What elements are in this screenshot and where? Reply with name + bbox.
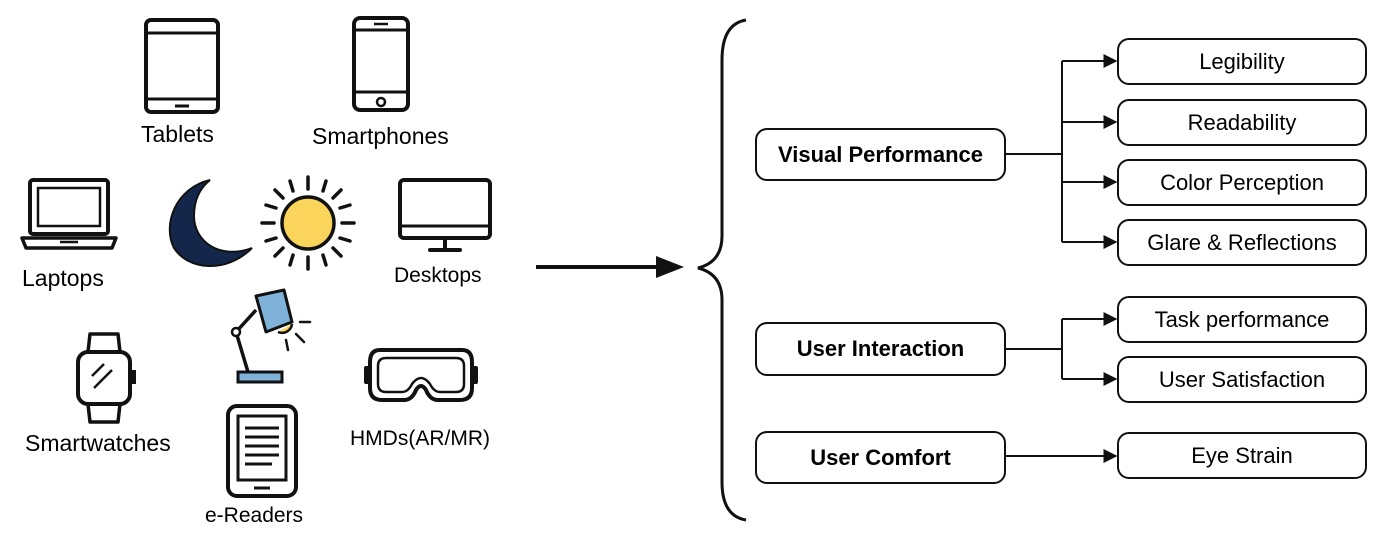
curly-brace (697, 18, 747, 522)
metric-glare-reflections: Glare & Reflections (1117, 219, 1367, 266)
device-label-tablets: Tablets (141, 121, 214, 147)
device-label-smartphones: Smartphones (312, 123, 449, 149)
device-label-laptops: Laptops (22, 265, 104, 291)
desk-lamp-icon (226, 288, 318, 386)
metric-readability: Readability (1117, 99, 1367, 146)
moon-icon (160, 176, 256, 272)
tablet-icon (144, 18, 220, 114)
category-user-interaction: User Interaction (755, 322, 1006, 376)
category-user-comfort: User Comfort (755, 431, 1006, 484)
metric-legibility: Legibility (1117, 38, 1367, 85)
metric-task-performance: Task performance (1117, 296, 1367, 343)
metric-color-perception: Color Perception (1117, 159, 1367, 206)
main-arrow (536, 256, 684, 278)
category-visual-performance: Visual Performance (755, 128, 1006, 181)
device-label-ereaders: e-Readers (205, 504, 304, 527)
hmd-headset-icon (364, 344, 478, 406)
sun-icon (258, 173, 358, 273)
device-label-smartwatches: Smartwatches (25, 430, 171, 456)
smartwatch-icon (72, 330, 138, 426)
device-label-hmds: HMDs(AR/MR) (350, 427, 490, 450)
tree-connectors (1006, 54, 1118, 463)
metric-user-satisfaction: User Satisfaction (1117, 356, 1367, 403)
laptop-icon (20, 178, 118, 252)
desktop-icon (398, 178, 492, 256)
ereader-icon (226, 404, 298, 498)
device-label-desktops: Desktops (394, 264, 482, 287)
smartphone-icon (352, 16, 410, 112)
metric-eye-strain: Eye Strain (1117, 432, 1367, 479)
